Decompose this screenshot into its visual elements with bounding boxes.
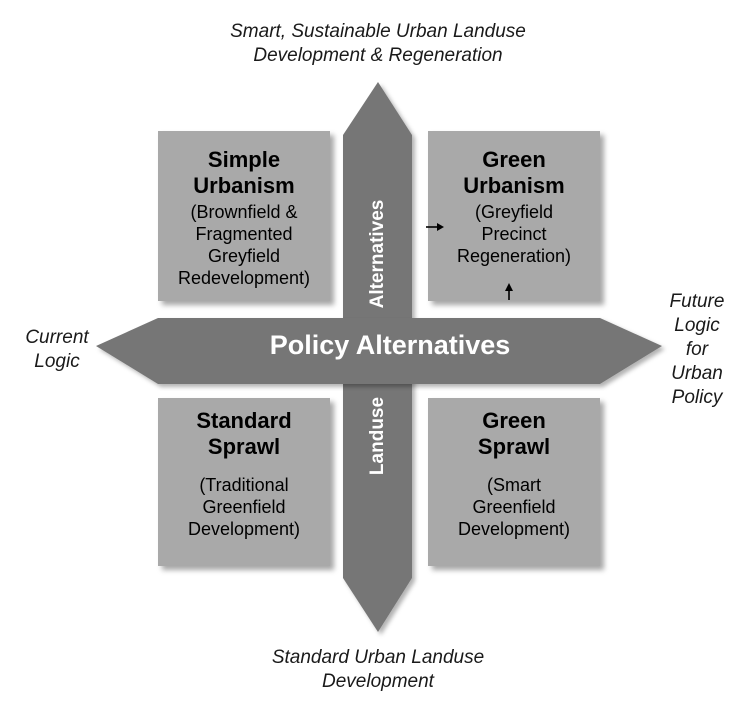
quadrant-title: Green Urbanism [463,147,565,198]
center-label: Policy Alternatives [269,330,511,360]
quadrant-subtitle: (Brownfield & Fragmented Greyfield Redev… [177,202,311,288]
quadrant-title: Standard Sprawl [196,408,292,459]
vertical-label-landuse: Landuse [367,396,388,476]
axis-label-right: Future Logic for Urban Policy [669,291,725,408]
quadrant-green-urbanism: Green Urbanism (Greyfield Precinct Regen… [428,131,600,301]
axis-label-bottom: Standard Urban Landuse Development [271,647,485,692]
quadrant-simple-urbanism: Simple Urbanism (Brownfield & Fragmented… [158,131,330,301]
right-arrow-icon [426,223,444,231]
quadrant-subtitle: (Greyfield Precinct Regeneration) [456,202,572,266]
up-arrow-icon [505,283,513,300]
horizontal-arrow [96,318,662,384]
axis-label-top: Smart, Sustainable Urban Landuse Develop… [230,21,526,66]
quadrant-standard-sprawl: Standard Sprawl (Traditional Greenfield … [158,398,330,566]
vertical-label-alternatives: Alternatives [367,199,388,309]
quadrant-subtitle: (Traditional Greenfield Development) [187,475,301,539]
axis-label-left: Current Logic [25,327,89,372]
quadrant-title: Green Sprawl [477,408,551,459]
quadrant-subtitle: (Smart Greenfield Development) [457,475,571,539]
quadrant-title: Simple Urbanism [193,147,295,198]
quadrant-green-sprawl: Green Sprawl (Smart Greenfield Developme… [428,398,600,566]
